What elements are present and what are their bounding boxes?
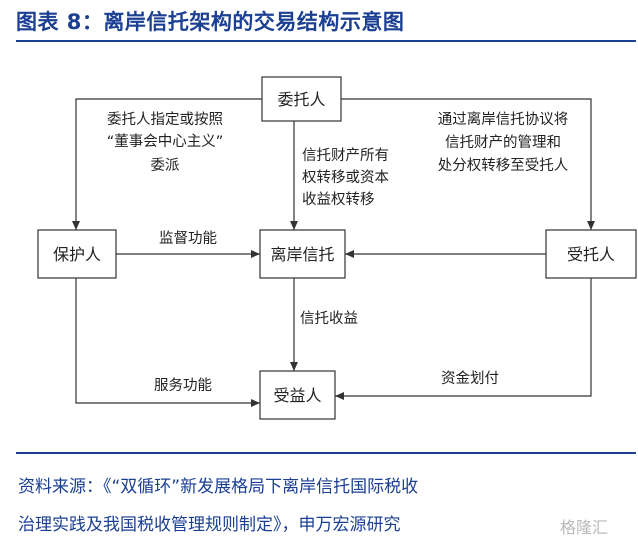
- label-transfer-line-3: 收益权转移: [302, 191, 375, 208]
- label-agreement-line-1: 通过离岸信托协议将: [438, 111, 569, 128]
- bottom-rule: [16, 452, 636, 454]
- figure-title: 图表 8：离岸信托架构的交易结构示意图: [16, 10, 405, 34]
- edge-settlor-to-protector: [72, 98, 262, 230]
- label-appoint-line-2: “董事会中心主义”: [107, 133, 224, 150]
- label-supervision: 监督功能: [159, 230, 217, 247]
- watermark-logo: 格隆汇: [560, 518, 609, 537]
- label-transfer-line-1: 信托财产所有: [302, 147, 389, 164]
- node-settlor: 委托人: [261, 76, 342, 122]
- node-settlor-label: 委托人: [277, 90, 325, 109]
- label-transfer-property: 信托财产所有 权转移或资本 收益权转移: [302, 147, 389, 208]
- edge-protector-to-beneficiary: [75, 278, 260, 407]
- edge-trustee-to-beneficiary: [335, 278, 592, 400]
- source-line-2: 治理实践及我国税收管理规则制定》，申万宏源研究: [18, 515, 401, 535]
- source-note: 资料来源：《“双循环”新发展格局下离岸信托国际税收 治理实践及我国税收管理规则制…: [18, 468, 618, 544]
- label-transfer-line-2: 权转移或资本: [302, 169, 389, 186]
- label-appoint-line-3: 委派: [151, 157, 180, 174]
- label-trust-income: 信托收益: [300, 310, 358, 327]
- node-protector: 保护人: [37, 229, 117, 279]
- node-offshore-trust: 离岸信托: [259, 229, 346, 279]
- label-agreement-line-2: 信托财产的管理和: [445, 134, 561, 151]
- label-fund-transfer: 资金划付: [441, 370, 499, 387]
- title-rule: [16, 40, 636, 42]
- edge-settlor-to-trustee: [341, 98, 595, 230]
- label-agreement-line-3: 处分权转移至受托人: [438, 157, 569, 174]
- node-trustee-label: 受托人: [567, 245, 615, 264]
- node-offshore-trust-label: 离岸信托: [270, 245, 334, 264]
- node-trustee: 受托人: [545, 229, 637, 279]
- node-protector-label: 保护人: [53, 245, 101, 264]
- source-line-1: 资料来源：《“双循环”新发展格局下离岸信托国际税收: [18, 477, 419, 497]
- label-agreement: 通过离岸信托协议将 信托财产的管理和 处分权转移至受托人: [438, 111, 569, 174]
- label-service: 服务功能: [154, 377, 212, 394]
- node-beneficiary: 受益人: [259, 370, 336, 420]
- label-appoint-line-1: 委托人指定或按照: [107, 111, 223, 128]
- node-beneficiary-label: 受益人: [273, 386, 321, 405]
- label-appoint: 委托人指定或按照 “董事会中心主义” 委派: [107, 111, 224, 174]
